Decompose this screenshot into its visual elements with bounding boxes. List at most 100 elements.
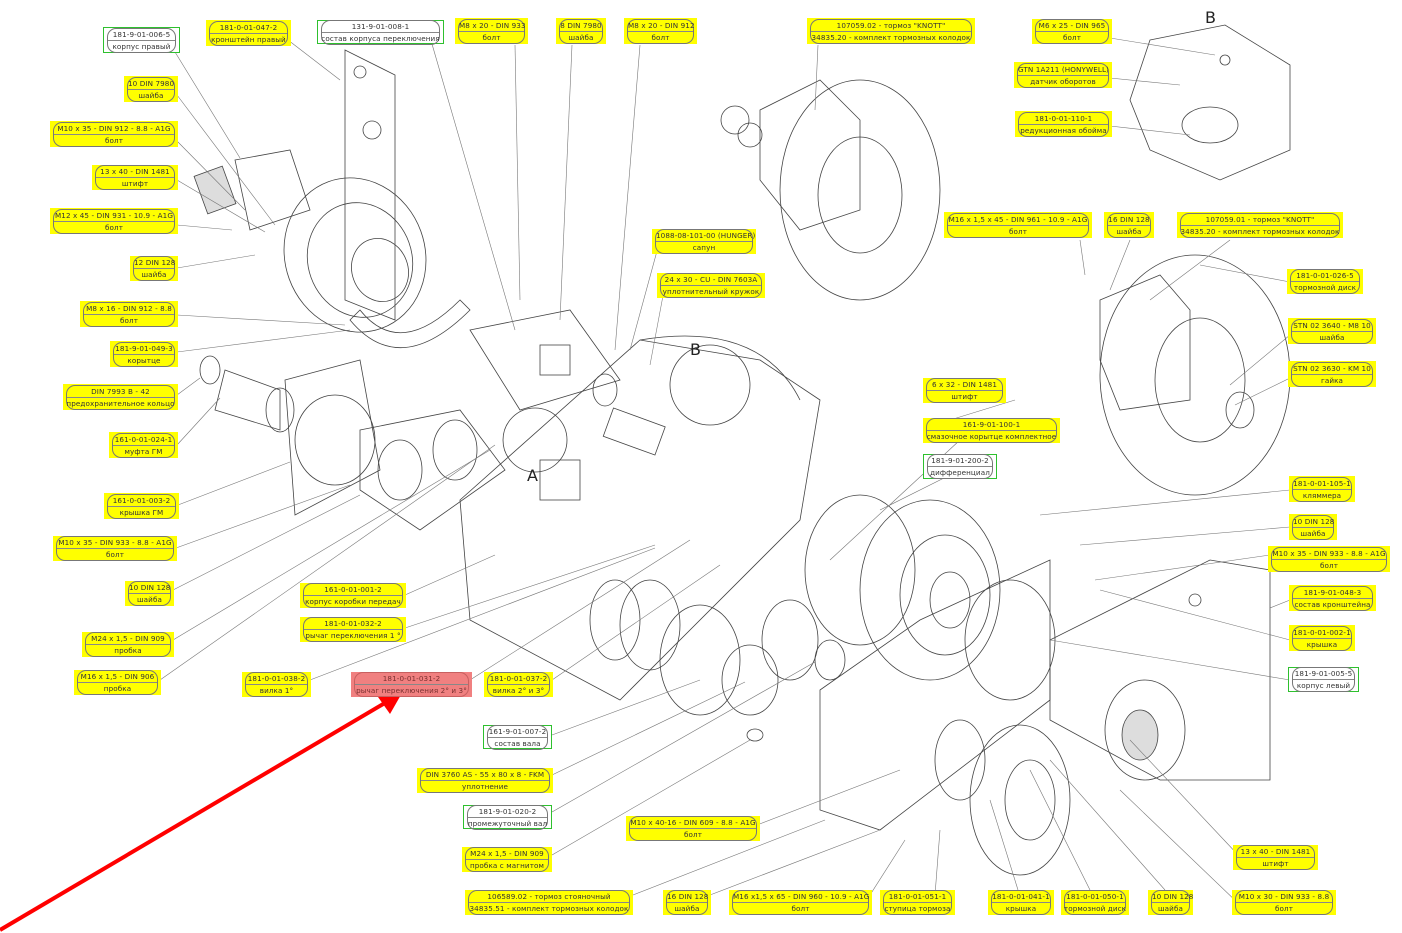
- part-code: 181-9-01-049-3: [114, 343, 174, 355]
- part-code: 181-9-01-005-5: [1293, 669, 1354, 680]
- part-name: корпус правый: [112, 41, 171, 51]
- part-code: M16 x 1,5 - DIN 906: [78, 671, 157, 683]
- part-label[interactable]: 107059.02 - тормоз "KNOTT"34835.20 - ком…: [807, 18, 975, 44]
- part-name: шайба: [568, 32, 594, 42]
- part-name: предохранительное кольцо: [66, 398, 175, 408]
- part-code: M10 x 40-16 - DIN 609 - 8.8 - A1G: [630, 818, 756, 829]
- part-code: 161-9-01-007-2: [488, 726, 547, 738]
- part-code: 181-0-01-031-2: [355, 673, 468, 685]
- part-code: 181-0-01-037-2: [488, 674, 549, 685]
- part-name: уплотнительный кружок: [662, 287, 760, 296]
- part-name: сапун: [692, 243, 716, 252]
- part-name: корпус левый: [1296, 681, 1351, 690]
- leader-lines: [159, 37, 1291, 906]
- part-code: 181-9-01-200-2: [928, 455, 992, 467]
- part-label[interactable]: GTN 1A211 (HONYWELL)датчик оборотов: [1014, 62, 1112, 88]
- part-code: 181-9-01-020-2: [468, 806, 547, 818]
- part-code: 181-0-01-038-2: [246, 674, 307, 685]
- right-bracket-part: [344, 49, 396, 321]
- detail-b-top-right: [1129, 24, 1291, 181]
- part-label[interactable]: 107059.01 - тормоз "KNOTT"34835.20 - ком…: [1177, 212, 1343, 238]
- part-code: 10 DIN 128: [129, 583, 171, 594]
- part-name: болт: [1062, 33, 1081, 42]
- part-code: M24 x 1,5 - DIN 909: [466, 848, 548, 860]
- part-code: STN 02 3640 - M8 10: [1292, 320, 1372, 332]
- right-housing-part: [193, 149, 427, 333]
- part-name: кляммера: [1302, 490, 1342, 500]
- part-name: пробка: [103, 684, 132, 693]
- part-name: состав корпуса переключения: [321, 33, 440, 43]
- part-label[interactable]: 1088-08-101-00 (HUNGER)сапун: [652, 229, 756, 254]
- part-name: дифференциал: [930, 468, 990, 477]
- part-code: STN 02 3630 - KM 10: [1292, 363, 1372, 375]
- splined-hub-part: [1104, 679, 1186, 781]
- coupling-part: [199, 355, 295, 433]
- differential-part: [804, 494, 1001, 681]
- part-code: M24 x 1,5 - DIN 909: [86, 633, 170, 645]
- part-name: пробка с магнитом: [469, 861, 545, 870]
- part-code: 181-0-01-050-1: [1065, 892, 1125, 903]
- part-name: рычаг переключения 2° и 3°: [356, 686, 467, 695]
- part-code: M16 x 1,5 x 45 - DIN 961 - 10.9 - A1G: [948, 214, 1088, 226]
- part-name: датчик оборотов: [1030, 76, 1096, 86]
- parking-brake-disc-part: [969, 724, 1071, 876]
- part-code: 181-0-01-026-5: [1291, 270, 1359, 282]
